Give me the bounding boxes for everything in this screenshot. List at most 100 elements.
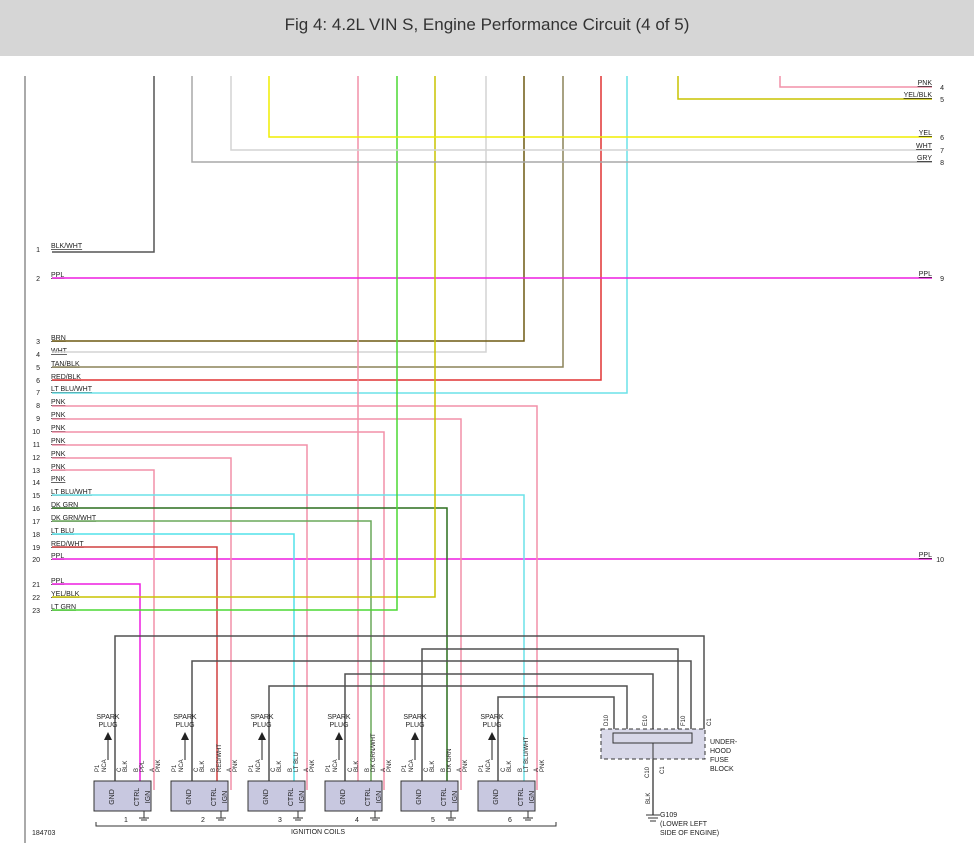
coil-pin-blk: BLK <box>123 761 129 772</box>
spark-plug-label: SPARK <box>403 714 427 721</box>
left-pin-number: 17 <box>32 519 40 526</box>
coil-pin-b: B <box>441 768 447 772</box>
left-pin-number: 9 <box>36 416 40 423</box>
wire-blk-coil5 <box>421 648 679 790</box>
coil-pin-b-wire: DK GRN/WHT <box>371 733 377 772</box>
wire-blk-coil1 <box>114 635 705 790</box>
left-wire-label: PNK <box>51 412 66 419</box>
fuse-pin-label: F10 <box>681 715 687 726</box>
coil-pin-c: C <box>348 767 354 772</box>
coil-pin-p1: P1 <box>172 764 178 772</box>
coil-pin-pnk: PNK <box>463 760 469 772</box>
wire-left-15 <box>52 494 525 790</box>
coil-pin-b: B <box>365 768 371 772</box>
coil-pin-c: C <box>501 767 507 772</box>
left-pin-number: 6 <box>36 378 40 385</box>
coil-terminal-ctrl: CTRL <box>441 788 448 806</box>
wire-left-8 <box>52 405 538 790</box>
wire-left-5 <box>52 76 564 368</box>
ground-wire-label: BLK <box>646 793 652 804</box>
left-wire-label: PPL <box>51 272 64 279</box>
coil-terminal-ign: IGN <box>222 791 229 803</box>
coil-pin-blk: BLK <box>507 761 513 772</box>
coil-pin-nca: NCA <box>179 759 185 772</box>
left-wire-label: PNK <box>51 425 66 432</box>
wire-left-12 <box>52 457 232 790</box>
coil-pin-pnk: PNK <box>310 760 316 772</box>
coil-terminal-ctrl: CTRL <box>365 788 372 806</box>
coil-group-bracket <box>95 822 557 827</box>
ignition-coil-box <box>247 780 306 812</box>
spark-plug-label: SPARK <box>173 714 197 721</box>
spark-plug-label: PLUG <box>175 722 194 729</box>
fuse-pin-label: C1 <box>707 718 713 726</box>
left-pin-number: 18 <box>32 532 40 539</box>
coil-terminal-gnd: GND <box>263 789 270 805</box>
wire-right-4 <box>779 76 932 88</box>
right-wire-label: YEL <box>919 130 932 137</box>
coil-pin-blk: BLK <box>200 761 206 772</box>
spark-plug-label: SPARK <box>480 714 504 721</box>
right-pin-number: 10 <box>936 557 944 564</box>
coil-pin-c: C <box>117 767 123 772</box>
left-pin-number: 22 <box>32 595 40 602</box>
left-wire-label: LT BLU/WHT <box>51 386 93 393</box>
spark-plug-label: PLUG <box>405 722 424 729</box>
coil-pin-a: A <box>534 768 540 772</box>
left-wire-label: PNK <box>51 399 66 406</box>
wire-left-7 <box>52 76 628 394</box>
coil-number: 5 <box>431 817 435 824</box>
coil-pin-c: C <box>424 767 430 772</box>
spark-arrow-icon <box>411 732 419 740</box>
wire-right-5 <box>677 76 932 100</box>
coil-terminal-ctrl: CTRL <box>211 788 218 806</box>
wire-right-8 <box>191 76 932 163</box>
coil-pin-pnk: PNK <box>540 760 546 772</box>
wire-left-13 <box>52 469 155 790</box>
coil-pin-blk: BLK <box>430 761 436 772</box>
right-wire-label: PNK <box>918 80 933 87</box>
coil-terminal-ctrl: CTRL <box>134 788 141 806</box>
coil-pin-b-wire: RED/WHT <box>217 744 223 772</box>
coil-pin-b-wire: LT BLU <box>294 752 300 772</box>
coil-pin-nca: NCA <box>409 759 415 772</box>
coil-pin-b: B <box>211 768 217 772</box>
right-pin-number: 9 <box>940 276 944 283</box>
ground-id-label: G109 <box>660 812 677 819</box>
right-wire-label: WHT <box>916 143 933 150</box>
fuse-bottom-pin: C1 <box>660 766 666 774</box>
left-wire-label: LT GRN <box>51 604 76 611</box>
ignition-coil-box <box>400 780 459 812</box>
left-wire-label: DK GRN/WHT <box>51 515 97 522</box>
left-wire-label: BRN <box>51 335 66 342</box>
wire-right-6 <box>268 76 932 138</box>
coil-pin-b-wire: PPL <box>140 760 146 772</box>
right-pin-number: 4 <box>940 85 944 92</box>
page-title: Fig 4: 4.2L VIN S, Engine Performance Ci… <box>284 15 690 34</box>
coil-terminal-ign: IGN <box>529 791 536 803</box>
coil-pin-p1: P1 <box>402 764 408 772</box>
coil-pin-blk: BLK <box>277 761 283 772</box>
wire-left-18 <box>52 533 295 790</box>
right-pin-number: 7 <box>940 148 944 155</box>
coil-terminal-ign: IGN <box>376 791 383 803</box>
left-pin-number: 15 <box>32 493 40 500</box>
fuse-block-label: HOOD <box>710 748 731 755</box>
ignition-coil-box <box>93 780 152 812</box>
coil-pin-c: C <box>271 767 277 772</box>
coil-terminal-gnd: GND <box>186 789 193 805</box>
ground-location-label: (LOWER LEFT <box>660 821 708 828</box>
wire-left-16 <box>52 507 448 790</box>
coil-pin-a: A <box>150 768 156 772</box>
coil-pin-b: B <box>134 768 140 772</box>
wire-blk-coil4 <box>344 673 654 790</box>
coil-pin-pnk: PNK <box>387 760 393 772</box>
coil-pin-pnk: PNK <box>156 760 162 772</box>
wire-left-9 <box>52 418 462 790</box>
wire-left-1 <box>52 76 155 253</box>
spark-plug-label: PLUG <box>329 722 348 729</box>
coil-pin-p1: P1 <box>326 764 332 772</box>
left-wire-label: LT BLU <box>51 528 74 535</box>
spark-arrow-icon <box>104 732 112 740</box>
